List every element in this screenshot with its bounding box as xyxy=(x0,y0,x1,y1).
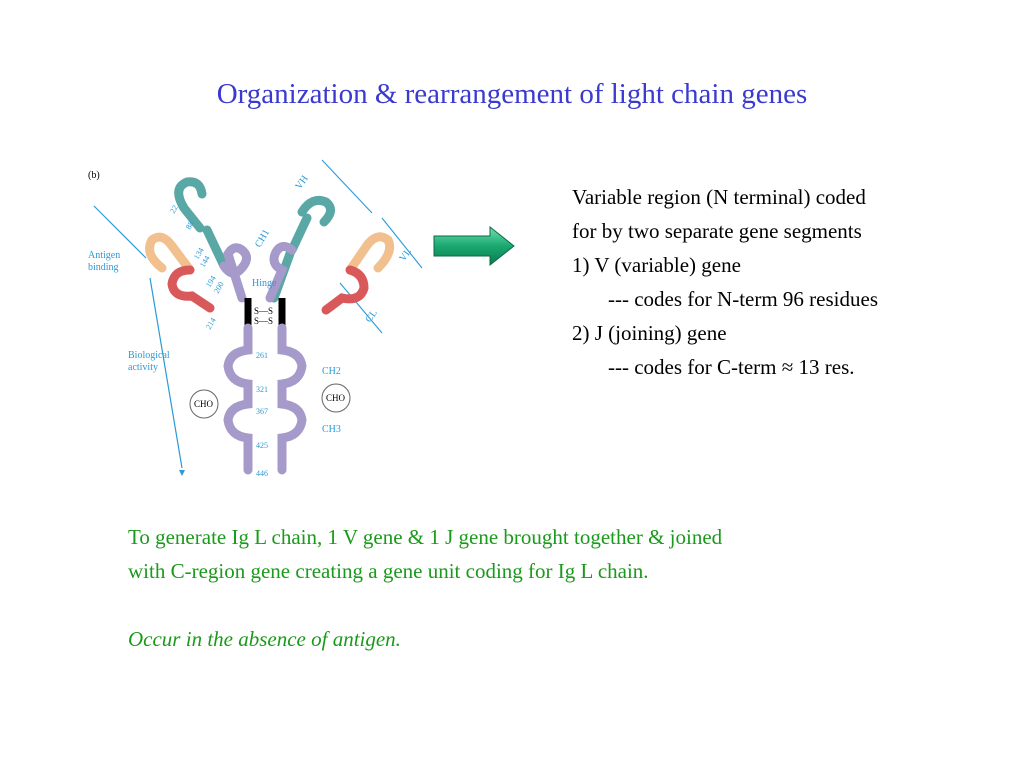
vl-range-line xyxy=(381,217,423,269)
residue-321: 321 xyxy=(256,385,268,394)
ch2-label: CH2 xyxy=(322,366,341,377)
cho-left-label: CHO xyxy=(194,399,214,409)
description-line-2: for by two separate gene segments xyxy=(572,219,862,243)
ch3-label: CH3 xyxy=(322,424,341,435)
antigen-binding-label-2: binding xyxy=(88,262,119,273)
residue-88: 88 xyxy=(184,220,196,231)
description-line-5: 2) J (joining) gene xyxy=(572,321,727,345)
disulfide-bond: S—S xyxy=(254,316,273,326)
cho-right-label: CHO xyxy=(326,393,346,403)
residue-367: 367 xyxy=(256,407,268,416)
arrowhead-icon xyxy=(179,470,185,476)
vh-label: VH xyxy=(293,174,310,192)
light-variable-left xyxy=(145,232,195,275)
residue-446: 446 xyxy=(256,469,268,478)
antigen-binding-pointer xyxy=(93,205,147,259)
cho-left-circle xyxy=(189,389,219,419)
vh-range-line xyxy=(321,159,373,214)
cl-range-line xyxy=(339,282,383,334)
bottom-text: To generate Ig L chain, 1 V gene & 1 J g… xyxy=(128,520,988,656)
vl-label: VL xyxy=(397,246,414,263)
cl-label: CL xyxy=(363,308,379,325)
residue-261: 261 xyxy=(256,351,268,360)
residue-214: 214 xyxy=(204,316,218,331)
biological-activity-label-1: Biological xyxy=(128,350,170,361)
cho-right-circle xyxy=(321,383,351,413)
antigen-binding-label-1: Antigen xyxy=(88,250,120,261)
residue-425: 425 xyxy=(256,441,268,450)
hinge-label: Hinge xyxy=(252,278,277,289)
light-constant-left xyxy=(167,265,215,313)
description-text: Variable region (N terminal) coded for b… xyxy=(572,180,1012,384)
right-arrow-icon xyxy=(432,225,516,267)
bottom-line-2: with C-region gene creating a gene unit … xyxy=(128,559,649,583)
biological-activity-label-2: activity xyxy=(128,362,158,373)
biological-activity-arrow xyxy=(149,277,183,469)
heavy-fc-right xyxy=(277,323,307,475)
ch1-label: CH1 xyxy=(253,228,272,250)
antibody-structure-figure: (b) Antigen binding Biological activity … xyxy=(82,158,482,488)
slide-title: Organization & rearrangement of light ch… xyxy=(216,78,808,110)
description-line-3: 1) V (variable) gene xyxy=(572,253,741,277)
light-constant-right xyxy=(321,265,369,315)
description-line-4: --- codes for N-term 96 residues xyxy=(608,287,878,311)
heavy-ch1-left xyxy=(219,243,251,303)
description-line-6: --- codes for C-term ≈ 13 res. xyxy=(608,355,855,379)
description-line-1: Variable region (N terminal) coded xyxy=(572,185,866,209)
bottom-line-1: To generate Ig L chain, 1 V gene & 1 J g… xyxy=(128,525,723,549)
bottom-note: Occur in the absence of antigen. xyxy=(128,627,401,651)
residue-22: 22 xyxy=(168,204,180,215)
heavy-fc-left xyxy=(223,323,253,475)
panel-label: (b) xyxy=(88,170,100,181)
light-variable-right xyxy=(345,232,395,275)
antibody-diagram: (b) Antigen binding Biological activity … xyxy=(88,159,423,478)
heavy-variable-left xyxy=(174,177,207,233)
heavy-ch1-right xyxy=(265,242,297,303)
disulfide-bond: S—S xyxy=(254,306,273,316)
